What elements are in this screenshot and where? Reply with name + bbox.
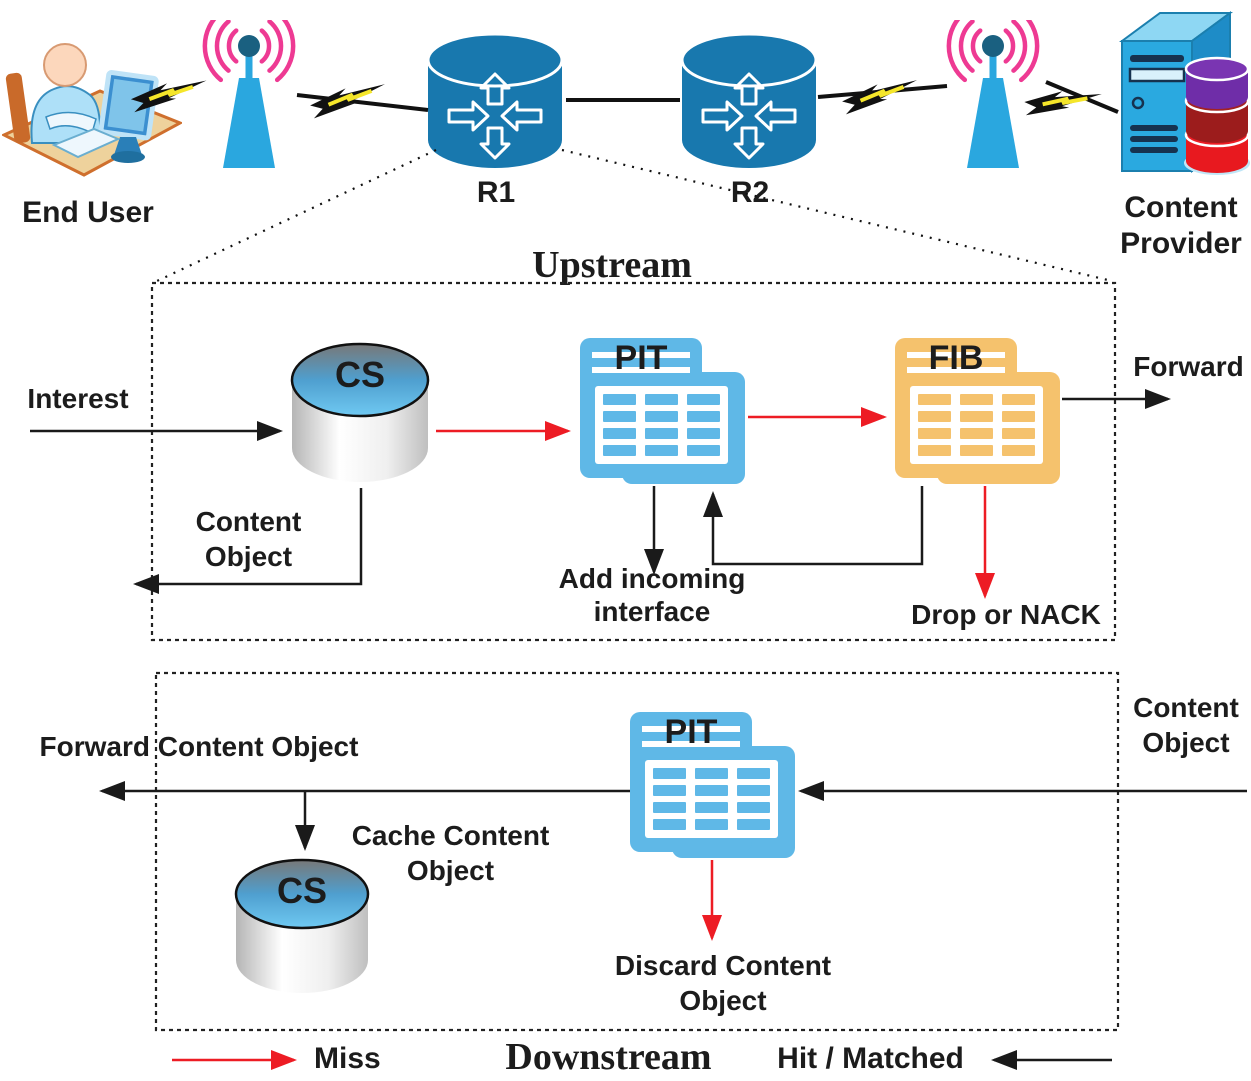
- antenna-head: [238, 35, 260, 57]
- monitor-stand: [114, 137, 142, 155]
- lightning-bolt-icon: [306, 70, 387, 132]
- fib-to-pit-loop-arrow: [703, 486, 924, 566]
- cache-content-object-line1: Cache Content: [351, 820, 550, 851]
- pit-table-grid: [645, 760, 778, 838]
- lightning-bolt-icon: [838, 66, 919, 128]
- pit-label: PIT: [664, 713, 718, 751]
- radio-waves: [202, 20, 296, 83]
- link-antenna1-r1: [296, 93, 429, 112]
- content-provider-label-line1: Content: [1124, 191, 1238, 224]
- person-head: [43, 43, 87, 87]
- legend-hit-label: Hit / Matched: [777, 1042, 964, 1075]
- fib-table-grid: [910, 386, 1043, 464]
- content-object-in-label: Content Object: [1122, 690, 1250, 760]
- keyboard: [51, 127, 121, 159]
- forward-label: Forward: [1133, 351, 1244, 382]
- discard-content-object-label: Discard Content Object: [598, 948, 848, 1018]
- discard-content-object-line2: Object: [679, 985, 767, 1016]
- end-user-icon: [2, 43, 182, 177]
- add-incoming-interface-label: Add incoming interface: [543, 562, 761, 628]
- content-store-label: CS: [334, 354, 385, 395]
- forward-content-object-label: Forward Content Object: [39, 731, 359, 762]
- router-r2-label: R2: [730, 176, 770, 209]
- cache-content-object-line2: Object: [406, 855, 495, 886]
- add-incoming-line2: interface: [593, 596, 711, 627]
- fib-label: FIB: [928, 339, 984, 377]
- antenna-tower: [223, 78, 275, 168]
- antenna-head: [982, 35, 1004, 57]
- monitor-base: [111, 151, 145, 163]
- downstream-title: Downstream: [505, 1036, 712, 1078]
- antenna-mast: [989, 53, 997, 79]
- content-provider-label-line2: Provider: [1120, 227, 1242, 260]
- add-incoming-line1: Add incoming: [558, 563, 746, 594]
- fib-table-icon: FIB: [895, 336, 1060, 484]
- interest-label: Interest: [27, 383, 129, 414]
- router-r1-label: R1: [476, 176, 516, 209]
- wireless-antenna-icon: [946, 20, 1040, 168]
- router-r1-icon: [426, 32, 564, 168]
- content-object-label: Content Object: [176, 504, 321, 574]
- pit-table-grid: [595, 386, 728, 464]
- legend-miss-label: Miss: [314, 1042, 381, 1075]
- content-provider-server-icon: [1118, 11, 1250, 175]
- cache-content-object-label: Cache Content Object: [338, 818, 563, 888]
- antenna-mast: [245, 53, 253, 79]
- chair: [5, 72, 31, 144]
- monitor: [98, 70, 159, 141]
- wireless-antenna-icon: [202, 20, 296, 168]
- end-user-label: End User: [22, 196, 154, 229]
- content-object-line1: Content: [195, 506, 302, 537]
- router-arrows: [701, 72, 797, 160]
- pit-table-icon-downstream: PIT: [630, 710, 795, 858]
- content-object-line2: Object: [204, 541, 293, 572]
- antenna-tower: [967, 78, 1019, 168]
- drop-or-nack-label: Drop or NACK: [911, 599, 1101, 630]
- content-object-in-line1: Content: [1133, 692, 1239, 723]
- link-r2-antenna2: [817, 84, 948, 99]
- database-disks: [1184, 56, 1250, 175]
- router-arrows: [447, 72, 543, 160]
- content-provider-label: Content Provider: [1112, 190, 1250, 262]
- pit-table-icon: PIT: [580, 336, 745, 484]
- pit-label: PIT: [614, 339, 668, 377]
- content-object-in-line2: Object: [1142, 727, 1230, 758]
- discard-content-object-line1: Discard Content: [614, 950, 832, 981]
- upstream-title: Upstream: [532, 244, 692, 286]
- router-r2-icon: [680, 32, 818, 168]
